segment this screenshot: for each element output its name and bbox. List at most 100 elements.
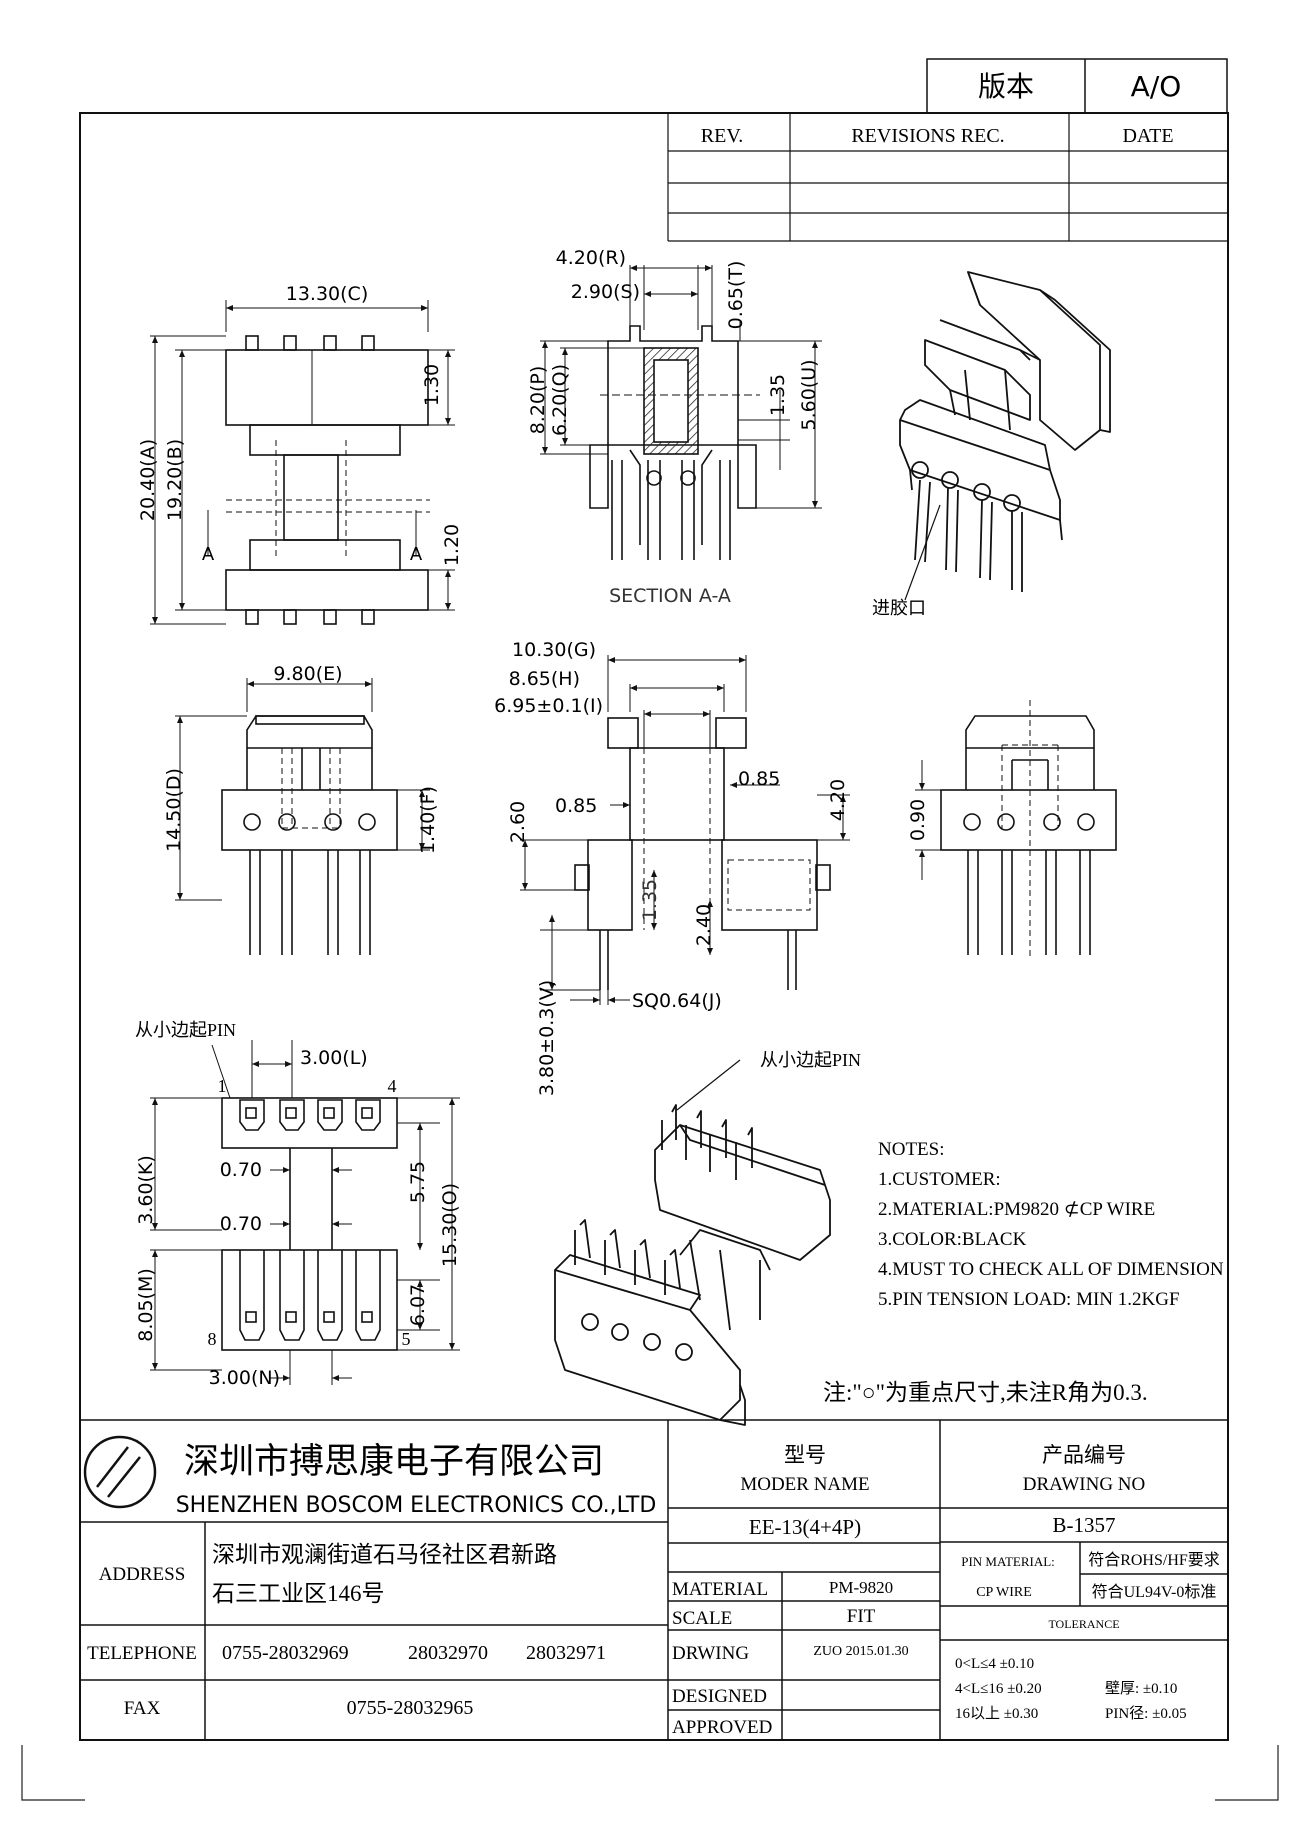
dim-e: 9.80(E) xyxy=(273,663,342,685)
revisions-table xyxy=(667,113,1228,242)
dim-b: 19.20(B) xyxy=(164,439,186,521)
dim-5-75: 5.75 xyxy=(407,1161,429,1203)
model-value: EE-13(4+4P) xyxy=(749,1515,861,1539)
dim-1-30: 1.30 xyxy=(421,364,443,406)
notes-title: NOTES: xyxy=(878,1139,945,1160)
drawing-value: ZUO 2015.01.30 xyxy=(813,1644,908,1659)
pin-start-label-iso: 从小边起PIN xyxy=(760,1050,861,1070)
note-5: 5.PIN TENSION LOAD: MIN 1.2KGF xyxy=(878,1289,1180,1310)
ul-compliance: 符合UL94V-0标准 xyxy=(1092,1583,1217,1601)
title-block xyxy=(80,1419,1228,1740)
dim-i: 6.95±0.1(I) xyxy=(494,695,603,717)
dim-q: 6.20(Q) xyxy=(549,364,571,436)
telephone-2: 28032970 xyxy=(408,1642,488,1664)
pin-diameter-tolerance: PIN径: ±0.05 xyxy=(1105,1705,1187,1722)
pin-1-label: 1 xyxy=(218,1076,227,1096)
dim-1-20: 1.20 xyxy=(441,524,463,566)
dim-r: 4.20(R) xyxy=(556,247,626,269)
address-label: ADDRESS xyxy=(99,1564,186,1585)
dim-u: 5.60(U) xyxy=(798,359,820,430)
note-2: 2.MATERIAL:PM9820 ⊄CP WIRE xyxy=(878,1199,1155,1220)
dim-0-90: 0.90 xyxy=(907,799,929,841)
version-box: 版本 A/O xyxy=(926,58,1228,114)
drawing-no-value: B-1357 xyxy=(1053,1513,1116,1537)
dim-p: 8.20(P) xyxy=(527,366,549,435)
pin-8-label: 8 xyxy=(208,1329,217,1349)
dim-s: 2.90(S) xyxy=(571,281,640,303)
dim-l: 3.00(L) xyxy=(300,1047,368,1069)
fax-value: 0755-28032965 xyxy=(347,1697,474,1719)
note-3: 3.COLOR:BLACK xyxy=(878,1229,1027,1250)
dim-g: 10.30(G) xyxy=(512,639,596,661)
bottom-view xyxy=(150,1040,460,1385)
note-4: 4.MUST TO CHECK ALL OF DIMENSION xyxy=(878,1259,1224,1280)
drawing-label: DRWING xyxy=(672,1643,749,1664)
dim-0-70-bottom: 0.70 xyxy=(220,1213,262,1235)
pin-material-label: PIN MATERIAL: xyxy=(961,1554,1055,1569)
rev-rec-header: REVISIONS REC. xyxy=(851,125,1004,147)
pin-4-label: 4 xyxy=(388,1076,397,1096)
designed-label: DESIGNED xyxy=(672,1686,767,1707)
dim-v: 3.80±0.3(V) xyxy=(536,980,558,1096)
section-mark-left: A xyxy=(202,544,215,565)
pin-start-label-bottom: 从小边起PIN xyxy=(135,1020,236,1040)
rev-date-header: DATE xyxy=(1122,125,1173,147)
dim-m: 8.05(M) xyxy=(135,1268,157,1342)
section-label: SECTION A-A xyxy=(609,585,731,607)
right-view xyxy=(915,700,1117,960)
company-name-cn: 深圳市搏思康电子有限公司 xyxy=(184,1442,604,1481)
note-1: 1.CUSTOMER: xyxy=(878,1169,1001,1190)
telephone-label: TELEPHONE xyxy=(87,1643,197,1664)
sheet-border xyxy=(79,112,1229,1741)
dim-0-85-right: 0.85 xyxy=(738,768,780,790)
dim-j: SQ0.64(J) xyxy=(632,990,722,1012)
iso-view-top xyxy=(899,271,1111,601)
model-label-en: MODER NAME xyxy=(740,1474,869,1495)
dim-0-70-top: 0.70 xyxy=(220,1159,262,1181)
telephone-3: 28032971 xyxy=(526,1642,606,1664)
top-view xyxy=(150,300,455,625)
drawing-no-label-en: DRAWING NO xyxy=(1023,1474,1146,1495)
dim-2-60: 2.60 xyxy=(507,801,529,843)
dim-o: 15.30(O) xyxy=(439,1183,461,1267)
section-view xyxy=(540,265,822,560)
dim-a: 20.40(A) xyxy=(137,439,159,521)
dim-f: 1.40(F) xyxy=(417,786,439,854)
corner-marks xyxy=(21,1745,1279,1801)
scale-value: FIT xyxy=(847,1606,876,1627)
wall-thickness-tolerance: 壁厚: ±0.10 xyxy=(1105,1680,1177,1697)
dim-d: 14.50(D) xyxy=(163,768,185,852)
dim-h: 8.65(H) xyxy=(509,668,580,690)
section-mark-right: A xyxy=(410,544,423,565)
pin-5-label: 5 xyxy=(402,1329,411,1349)
dim-k: 3.60(K) xyxy=(135,1155,157,1225)
scale-label: SCALE xyxy=(672,1608,732,1629)
address-line-2: 石三工业区146号 xyxy=(212,1581,385,1606)
rohs-compliance: 符合ROHS/HF要求 xyxy=(1088,1551,1220,1569)
dim-0-85-left: 0.85 xyxy=(555,795,597,817)
material-label: MATERIAL xyxy=(672,1579,768,1600)
material-value: PM-9820 xyxy=(829,1578,893,1597)
dim-4-20: 4.20 xyxy=(827,779,849,821)
approved-label: APPROVED xyxy=(672,1717,772,1738)
company-logo xyxy=(83,1435,157,1509)
front-view xyxy=(175,678,430,955)
tolerance-label: TOLERANCE xyxy=(1048,1617,1119,1631)
fax-label: FAX xyxy=(124,1698,161,1719)
dim-t: 0.65(T) xyxy=(725,261,747,330)
tolerance-2: 4<L≤16 ±0.20 xyxy=(955,1681,1042,1697)
version-label: 版本 xyxy=(978,70,1034,103)
dim-1-35-section: 1.35 xyxy=(767,374,789,416)
side-view xyxy=(520,655,850,1005)
remark: 注:"○"为重点尺寸,未注R角为0.3. xyxy=(823,1380,1148,1405)
company-name-en: SHENZHEN BOSCOM ELECTRONICS CO.,LTD xyxy=(176,1493,657,1518)
dim-2-40: 2.40 xyxy=(693,904,715,946)
dim-1-35-side: 1.35 xyxy=(639,879,661,921)
gate-label: 进胶口 xyxy=(872,598,926,618)
pin-material-value: CP WIRE xyxy=(976,1585,1032,1600)
dim-c: 13.30(C) xyxy=(286,283,369,305)
address-line-1: 深圳市观澜街道石马径社区君新路 xyxy=(212,1542,557,1567)
tolerance-1: 0<L≤4 ±0.10 xyxy=(955,1656,1034,1672)
telephone-1: 0755-28032969 xyxy=(222,1642,349,1664)
